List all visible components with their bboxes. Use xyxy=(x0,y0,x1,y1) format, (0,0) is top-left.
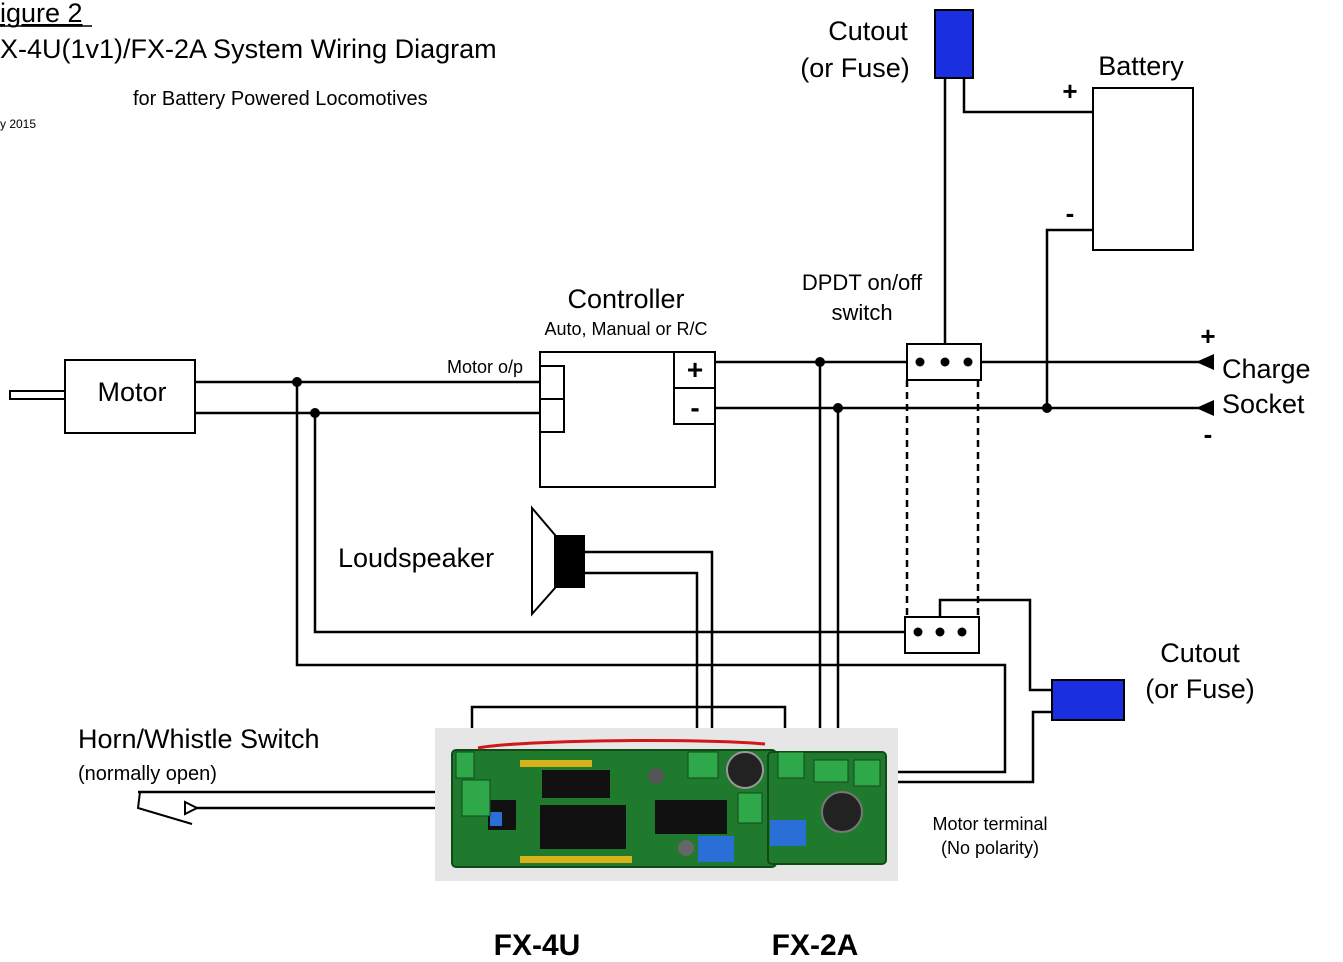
fx2a-label: FX-2A xyxy=(772,929,859,962)
dpdt-switch-top xyxy=(906,343,982,381)
motor-shaft xyxy=(9,390,66,400)
charge-plus: + xyxy=(1200,321,1215,351)
horn-switch-label: Horn/Whistle Switch xyxy=(78,724,320,754)
loudspeaker-icon xyxy=(531,505,585,617)
horn-switch-icon xyxy=(136,791,200,825)
cutout-right-sublabel: (or Fuse) xyxy=(1145,674,1255,704)
charge-socket-plus-icon xyxy=(1196,354,1214,370)
charge-label: Charge xyxy=(1222,354,1311,384)
wires xyxy=(9,78,1200,810)
loudspeaker-label: Loudspeaker xyxy=(338,543,494,573)
diagram-subtitle: for Battery Powered Locomotives xyxy=(133,88,428,110)
motor-op-label: Motor o/p xyxy=(447,357,523,377)
motor-box xyxy=(64,359,196,434)
cutout-right-fuse xyxy=(1051,679,1125,721)
controller-minus-terminal xyxy=(673,387,716,425)
battery-plus: + xyxy=(1062,76,1077,106)
socket-label: Socket xyxy=(1222,389,1305,419)
dpdt-sublabel: switch xyxy=(831,300,892,325)
dpdt-switch-bottom xyxy=(904,616,980,654)
circuit-board xyxy=(435,728,898,881)
battery-label: Battery xyxy=(1098,51,1184,81)
figure-label: igure 2 xyxy=(0,0,83,28)
horn-switch-sublabel: (normally open) xyxy=(78,763,217,785)
dpdt-label: DPDT on/off xyxy=(802,270,923,295)
cutout-top-sublabel: (or Fuse) xyxy=(800,53,910,83)
motor-label: Motor xyxy=(97,377,166,407)
cutout-top-fuse xyxy=(934,9,974,79)
controller-minus: - xyxy=(690,392,699,423)
motor-terminal-label: Motor terminal xyxy=(932,814,1047,834)
diagram-title: X-4U(1v1)/FX-2A System Wiring Diagram xyxy=(0,34,497,64)
controller-plus-terminal xyxy=(673,351,716,389)
junction-dots xyxy=(292,357,1052,418)
controller-label: Controller xyxy=(567,284,684,314)
charge-socket-minus-icon xyxy=(1196,400,1214,416)
cutout-right-label: Cutout xyxy=(1160,638,1240,668)
battery-minus: - xyxy=(1066,198,1075,228)
motor-terminal-sublabel: (No polarity) xyxy=(941,838,1039,858)
cutout-top-label: Cutout xyxy=(828,16,908,46)
fx4u-label: FX-4U xyxy=(494,929,581,962)
diagram-date: y 2015 xyxy=(0,117,36,131)
charge-minus: - xyxy=(1204,419,1213,449)
controller-plus: + xyxy=(687,354,703,385)
controller-sublabel: Auto, Manual or R/C xyxy=(544,319,707,339)
battery-box xyxy=(1092,87,1194,251)
